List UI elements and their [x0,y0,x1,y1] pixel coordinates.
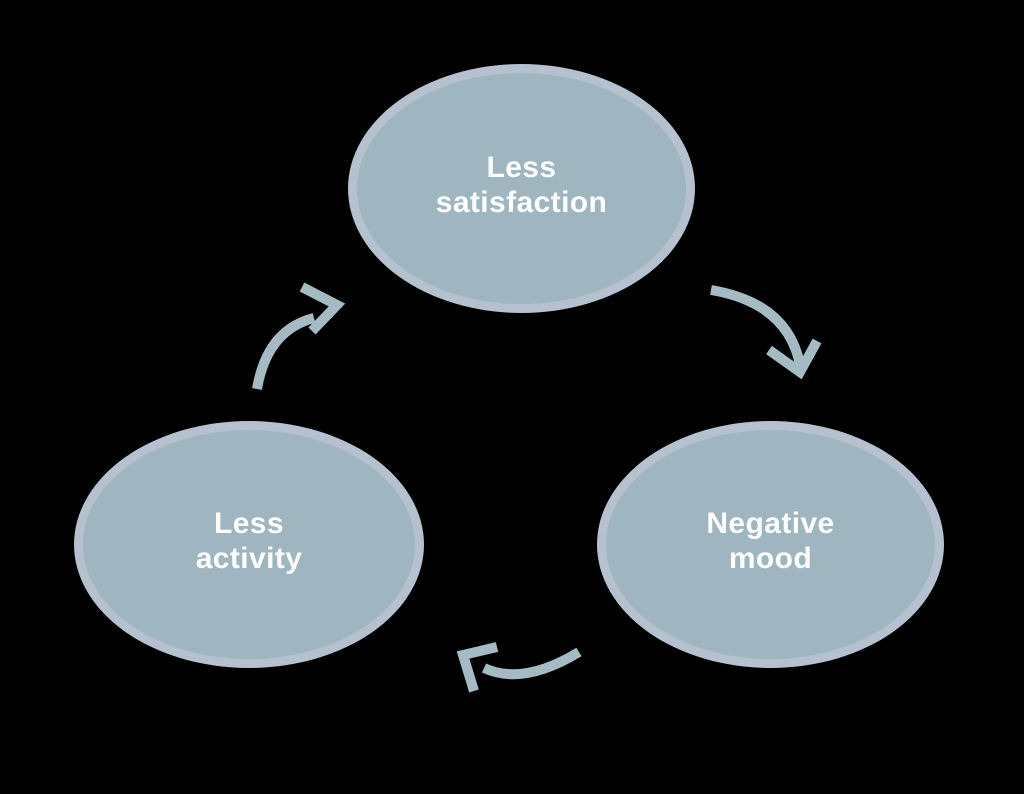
label-line: satisfaction [435,185,608,219]
node-less-satisfaction-label: Less satisfaction [436,150,608,220]
label-line: Less [214,506,284,540]
arrow-curve [252,313,316,390]
label-line: mood [728,541,813,575]
arrow-curve [710,285,805,367]
arrow-negative-mood-to-less-activity [456,642,582,693]
arrow-curve [481,647,582,680]
arrowhead-icon [456,642,499,693]
node-negative-mood-label: Negative mood [706,506,834,576]
arrow-less-activity-to-less-satisfaction [252,282,346,390]
node-negative-mood: Negative mood [597,421,944,668]
node-less-activity-label: Less activity [196,506,303,576]
node-less-activity: Less activity [74,421,424,668]
label-line: Less [486,150,557,184]
arrowhead-icon [766,338,822,380]
arrowhead-icon [299,282,346,335]
label-line: activity [195,541,303,575]
label-line: Negative [706,506,835,540]
node-less-satisfaction: Less satisfaction [348,64,695,313]
arrow-less-satisfaction-to-negative-mood [710,285,822,380]
